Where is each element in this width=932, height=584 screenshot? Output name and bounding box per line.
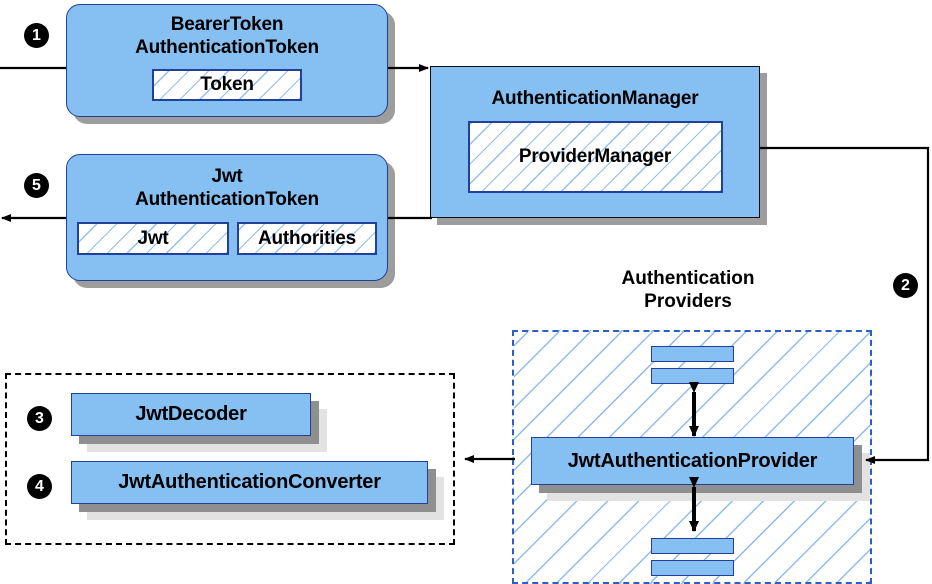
step-badge-1: 1	[24, 23, 49, 48]
chip-jwt: Jwt	[77, 222, 229, 255]
provider-slab-bottom-1	[651, 538, 734, 554]
node-jwt-authentication-converter[interactable]: JwtAuthenticationConverter	[71, 461, 428, 504]
node-jwt-decoder[interactable]: JwtDecoder	[71, 393, 311, 436]
providers-group-label-line2: Providers	[644, 291, 732, 312]
step-badge-4: 4	[27, 474, 52, 499]
step-badge-5: 5	[24, 173, 49, 198]
step-badge-2: 2	[893, 273, 918, 298]
node-bearer-token-authentication-token[interactable]: BearerToken AuthenticationToken Token	[66, 4, 388, 117]
node-jwt-decoder-label: JwtDecoder	[135, 403, 247, 425]
node-jwt-authentication-converter-label: JwtAuthenticationConverter	[118, 471, 381, 493]
node-jwt-authentication-provider-label: JwtAuthenticationProvider	[567, 449, 818, 472]
step-badge-2-number: 2	[901, 276, 910, 294]
node-authentication-manager[interactable]: AuthenticationManager ProviderManager	[430, 66, 760, 218]
chip-authorities: Authorities	[237, 222, 377, 255]
node-bearer-token-title-line1: BearerToken	[170, 14, 284, 35]
step-badge-4-number: 4	[35, 477, 44, 495]
provider-slab-top-2	[651, 368, 734, 384]
step-badge-3: 3	[27, 406, 52, 431]
step-badge-1-number: 1	[32, 26, 41, 44]
chip-provider-manager: ProviderManager	[467, 121, 723, 193]
provider-slab-top-1	[651, 346, 734, 362]
chip-provider-manager-label: ProviderManager	[518, 146, 672, 167]
node-jwt-token-title: Jwt AuthenticationToken	[135, 165, 319, 211]
jwt-token-chip-row: Jwt Authorities	[77, 222, 377, 255]
node-authentication-manager-title: AuthenticationManager	[491, 88, 699, 109]
chip-authorities-label: Authorities	[257, 227, 357, 249]
node-bearer-token-title-line2: AuthenticationToken	[135, 37, 319, 58]
step-badge-3-number: 3	[35, 409, 44, 427]
node-jwt-token-title-line1: Jwt	[211, 166, 243, 187]
chip-token-label: Token	[200, 74, 254, 95]
node-jwt-authentication-token[interactable]: Jwt AuthenticationToken Jwt Authorities	[66, 154, 388, 281]
providers-group-label: Authentication Providers	[588, 267, 788, 313]
node-jwt-authentication-provider[interactable]: JwtAuthenticationProvider	[531, 437, 854, 485]
chip-token: Token	[152, 69, 302, 101]
step-badge-5-number: 5	[32, 176, 41, 194]
node-bearer-token-title: BearerToken AuthenticationToken	[135, 13, 319, 59]
node-jwt-token-title-line2: AuthenticationToken	[135, 189, 319, 210]
provider-slab-bottom-2	[651, 560, 734, 576]
chip-jwt-label: Jwt	[137, 227, 169, 249]
providers-group-label-line1: Authentication	[621, 268, 755, 289]
